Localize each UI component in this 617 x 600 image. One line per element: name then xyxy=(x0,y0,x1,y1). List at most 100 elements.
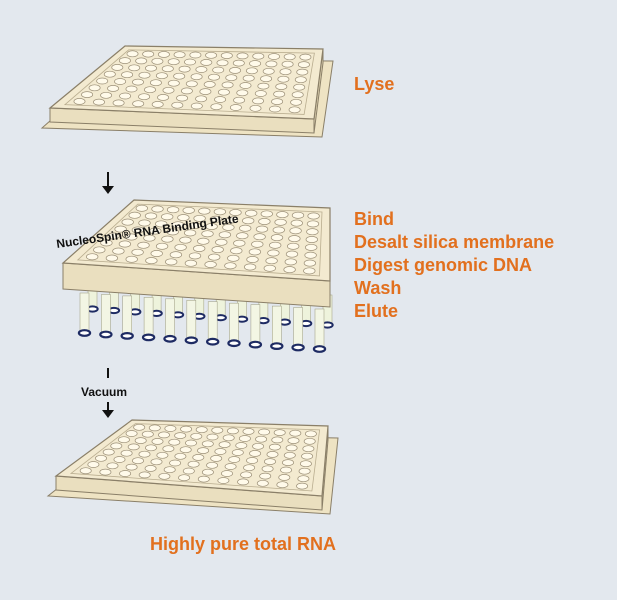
column-outlet xyxy=(184,336,198,345)
plate-top-frame xyxy=(63,49,315,115)
plate-well xyxy=(125,255,138,263)
plate-well xyxy=(232,59,245,67)
column-outlet xyxy=(141,333,156,342)
plate-well xyxy=(283,266,296,274)
plate-well xyxy=(296,482,309,490)
plate-well xyxy=(150,458,163,466)
column-outlet xyxy=(120,332,134,340)
plate-well xyxy=(188,222,201,230)
plate-well xyxy=(73,98,86,105)
column-tube xyxy=(229,302,239,344)
plate-well xyxy=(125,430,138,437)
plate-well xyxy=(106,462,119,470)
plate-well xyxy=(273,429,286,436)
column-outlet xyxy=(227,339,241,348)
plate-well xyxy=(238,435,251,442)
plate-well xyxy=(305,243,318,251)
plate-well xyxy=(255,435,268,443)
binding-plate xyxy=(61,199,331,308)
plate-well xyxy=(100,239,113,247)
plate-well xyxy=(144,465,157,472)
column-tube xyxy=(314,308,325,350)
plate-well xyxy=(135,204,148,212)
plate-well xyxy=(178,65,191,73)
plate-well xyxy=(231,449,244,456)
plate-well xyxy=(297,61,310,68)
plate-well xyxy=(144,86,156,94)
column-tube xyxy=(250,304,261,345)
plate-well xyxy=(126,50,139,58)
plate-well xyxy=(294,76,307,84)
plate-well xyxy=(151,101,164,108)
plate-well xyxy=(208,73,220,81)
plate-well xyxy=(138,471,151,479)
plate-well xyxy=(205,223,218,230)
plate-well xyxy=(100,91,113,99)
column-tube xyxy=(207,301,218,343)
column-tube xyxy=(271,305,282,347)
plate-well xyxy=(254,90,267,97)
plate-well xyxy=(302,445,315,453)
plate-well xyxy=(266,451,279,458)
plate-well xyxy=(291,211,305,219)
plate-well xyxy=(237,478,250,486)
plate-well xyxy=(173,51,186,59)
plate-well xyxy=(197,447,210,454)
binding-plate-columns xyxy=(77,278,334,353)
plate-well xyxy=(171,101,184,109)
plate-well xyxy=(276,211,289,219)
plate-well xyxy=(178,474,191,482)
plate-well xyxy=(96,77,109,85)
column-tube xyxy=(186,299,197,341)
plate-well xyxy=(138,71,151,79)
plate-well xyxy=(216,59,229,67)
plate-well xyxy=(289,429,302,437)
plate-well xyxy=(304,430,317,438)
plate-well xyxy=(151,205,164,213)
plate-well xyxy=(141,430,154,438)
plate-well xyxy=(195,426,208,434)
plate-well xyxy=(137,241,150,249)
plate-well xyxy=(217,88,230,96)
plate-well xyxy=(242,428,255,435)
plate-well xyxy=(288,106,301,114)
plate-well xyxy=(174,432,187,439)
plate-well xyxy=(243,464,256,472)
plate-well xyxy=(275,83,288,90)
plate-well xyxy=(303,267,316,275)
plate-well xyxy=(185,439,197,447)
plate-well xyxy=(306,220,320,228)
plate-well xyxy=(209,215,222,223)
plate-well xyxy=(239,82,252,89)
plate-well xyxy=(188,252,202,260)
plate-well xyxy=(299,460,312,468)
plate-well xyxy=(282,459,294,466)
plate-well xyxy=(236,232,249,240)
plate-well xyxy=(239,224,252,232)
plate-well xyxy=(183,229,197,237)
plate-well xyxy=(103,70,116,78)
plate-well xyxy=(148,424,161,432)
column-outlet xyxy=(163,334,177,343)
column-tube xyxy=(79,292,90,334)
column-outlet xyxy=(291,343,305,352)
plate-well xyxy=(278,474,291,481)
plate-well xyxy=(264,458,276,465)
step-desalt: Desalt silica membrane xyxy=(354,232,554,252)
plate-well xyxy=(287,437,300,444)
plate-well xyxy=(114,78,127,85)
vacuum-label: Vacuum xyxy=(81,385,127,399)
plate-well xyxy=(180,87,193,95)
plate-well xyxy=(155,242,169,250)
plate-well xyxy=(249,104,262,112)
plate-well xyxy=(272,226,285,234)
plate-well xyxy=(263,264,276,272)
plate-well xyxy=(265,257,278,265)
plate-well xyxy=(271,436,284,444)
column-outlet xyxy=(270,342,284,351)
plate-well xyxy=(235,442,248,449)
plate-well xyxy=(291,91,304,99)
plate-well xyxy=(167,79,180,87)
column-tube xyxy=(143,297,154,338)
plate-well xyxy=(166,206,180,214)
